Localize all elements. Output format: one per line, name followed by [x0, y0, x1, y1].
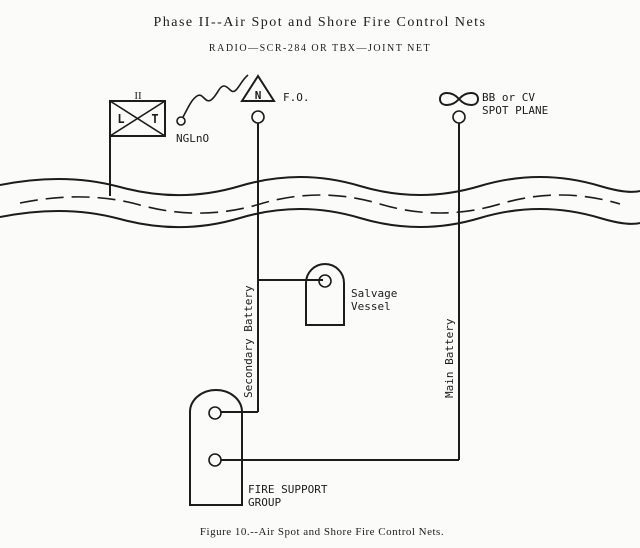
fire-support-group-symbol: FIRE SUPPORT GROUP — [189, 389, 328, 509]
lt-right-letter: T — [151, 112, 158, 126]
ngl-label: NGLnO — [176, 132, 209, 145]
lt-unit-symbol: II L T — [109, 90, 166, 196]
salvage-vessel-symbol: Salvage Vessel — [258, 263, 397, 326]
salvage-label-line1: Salvage — [351, 287, 397, 300]
plane-label-line1: BB or CV — [482, 91, 535, 104]
main-battery-label: Main Battery — [443, 318, 456, 398]
figure-caption: Figure 10.--Air Spot and Shore Fire Cont… — [200, 526, 444, 538]
shoreline — [0, 176, 640, 229]
spot-plane-symbol: BB or CV SPOT PLANE — [438, 91, 548, 124]
fo-label: F.O. — [283, 91, 310, 104]
unit-size-mark: II — [134, 90, 142, 102]
plane-label-line2: SPOT PLANE — [482, 104, 548, 117]
fo-symbol-letter: N — [255, 89, 262, 102]
diagram-subtitle: RADIO—SCR-284 OR TBX—JOINT NET — [209, 43, 431, 54]
infinity-icon — [438, 92, 480, 106]
ngl-antenna: NGLnO — [176, 74, 249, 145]
salvage-label-line2: Vessel — [351, 300, 391, 313]
diagram-title: Phase II--Air Spot and Shore Fire Contro… — [153, 15, 486, 30]
lt-left-letter: L — [117, 112, 124, 126]
secondary-battery-label: Secondary Battery — [242, 285, 255, 398]
fire-support-label-line1: FIRE SUPPORT — [248, 483, 328, 496]
forward-observer-symbol: N F.O. — [240, 74, 310, 124]
fire-support-label-line2: GROUP — [248, 496, 281, 509]
